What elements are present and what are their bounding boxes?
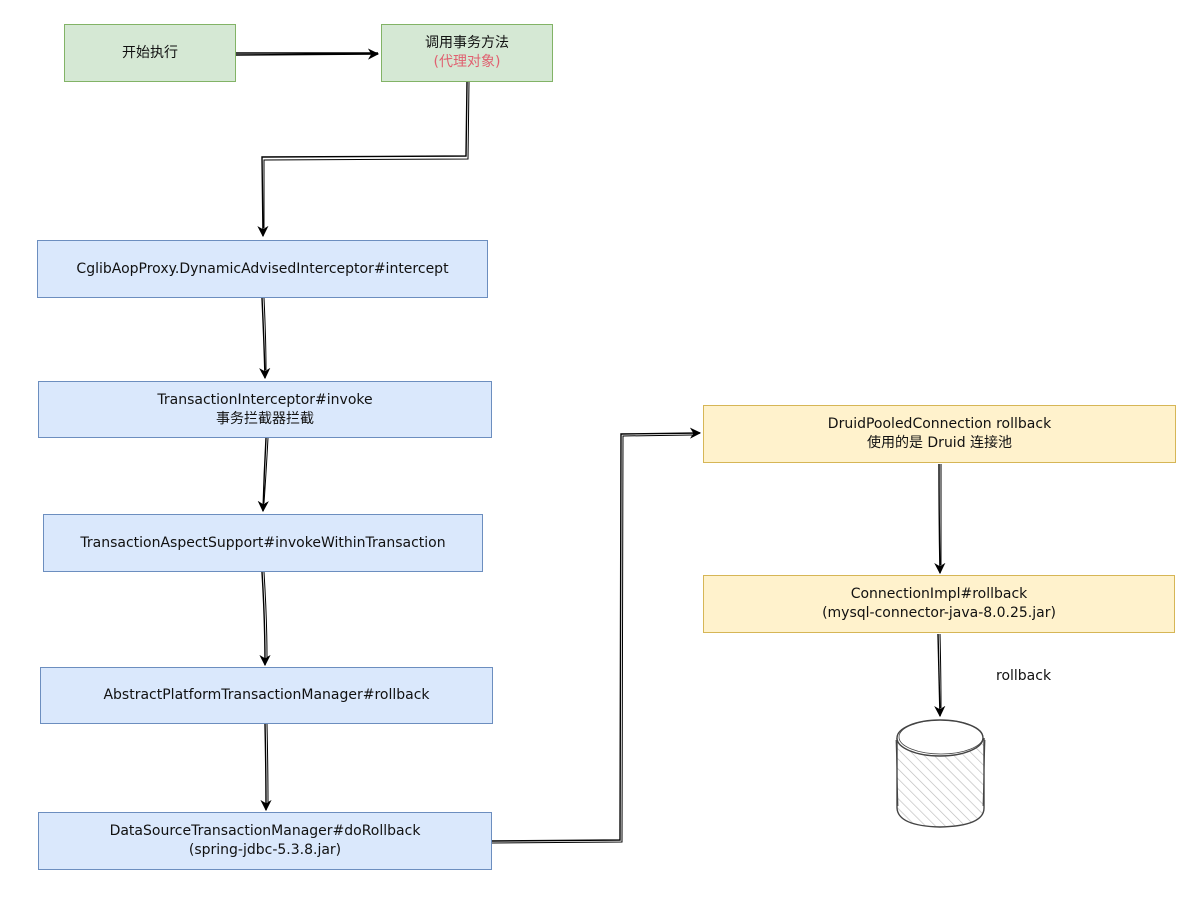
node-interceptor-label: TransactionInterceptor#invoke xyxy=(157,391,373,408)
edge-call-to-cglib xyxy=(257,81,468,238)
edge-platform-to-ds xyxy=(260,723,272,812)
node-interceptor-desc: 事务拦截器拦截 xyxy=(216,410,314,427)
node-connection-impl: ConnectionImpl#rollback (mysql-connector… xyxy=(703,575,1175,633)
edge-ds-to-druid xyxy=(491,427,702,842)
edge-label-rollback: rollback xyxy=(996,668,1052,684)
node-call-proxy-label: (代理对象) xyxy=(433,54,501,70)
node-start-label: 开始执行 xyxy=(122,44,178,61)
node-call-transaction-method: 调用事务方法 (代理对象) xyxy=(381,24,553,82)
edge-aspect-to-platform xyxy=(259,571,271,667)
database-icon xyxy=(895,719,986,828)
node-ds-jar: (spring-jdbc-5.3.8.jar) xyxy=(188,842,342,858)
node-datasource-transaction-manager: DataSourceTransactionManager#doRollback … xyxy=(38,812,492,870)
node-aspect-label: TransactionAspectSupport#invokeWithinTra… xyxy=(80,534,446,551)
edge-cglib-to-interceptor xyxy=(259,297,271,380)
node-conn-label: ConnectionImpl#rollback xyxy=(850,586,1028,602)
node-transaction-interceptor: TransactionInterceptor#invoke 事务拦截器拦截 xyxy=(38,381,492,438)
edge-start-to-call xyxy=(235,53,378,55)
node-platform-transaction-manager: AbstractPlatformTransactionManager#rollb… xyxy=(40,667,493,724)
node-druid-desc: 使用的是 Druid 连接池 xyxy=(866,435,1013,451)
node-call-label: 调用事务方法 xyxy=(425,35,509,51)
edge-conn-to-db xyxy=(934,633,946,718)
node-conn-jar: (mysql-connector-java-8.0.25.jar) xyxy=(822,605,1056,621)
node-druid-pooled-connection: DruidPooledConnection rollback 使用的是 Drui… xyxy=(703,405,1176,463)
edge-interceptor-to-aspect xyxy=(257,437,269,513)
node-start-execution: 开始执行 xyxy=(64,24,236,82)
node-aspect-support: TransactionAspectSupport#invokeWithinTra… xyxy=(43,514,483,572)
node-druid-label: DruidPooledConnection rollback xyxy=(827,416,1052,432)
node-cglib-label: CglibAopProxy.DynamicAdvisedInterceptor#… xyxy=(76,260,449,277)
node-ds-label: DataSourceTransactionManager#doRollback xyxy=(109,823,421,839)
edge-druid-to-conn xyxy=(934,463,946,575)
node-platform-label: AbstractPlatformTransactionManager#rollb… xyxy=(103,687,430,703)
node-cglib-intercept: CglibAopProxy.DynamicAdvisedInterceptor#… xyxy=(37,240,488,298)
